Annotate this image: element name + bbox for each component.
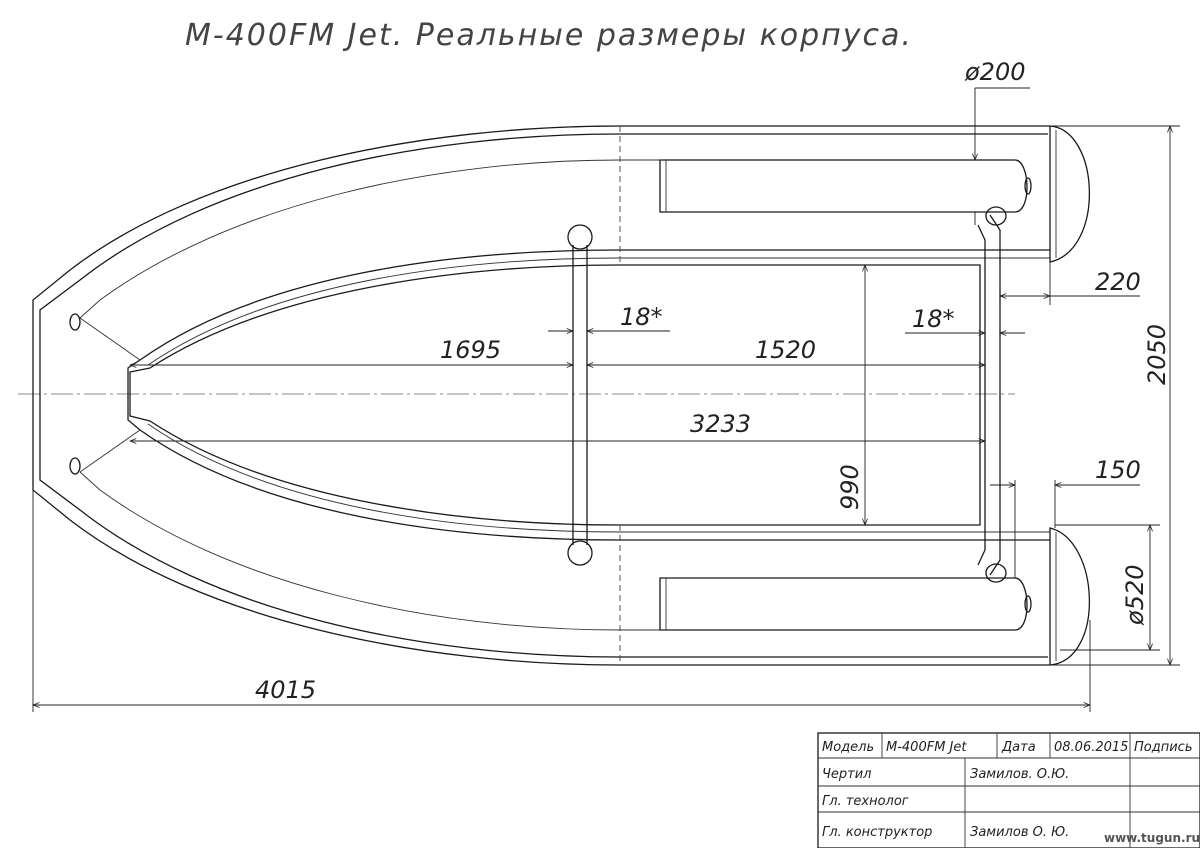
dimension-220: 220 [1000,262,1141,305]
tb-technologist-label: Гл. технолог [822,794,909,809]
upper-tube-segment [659,159,1032,213]
watermark: www.tugun.ru [1104,831,1200,845]
title-block: Модель M-400FM Jet Дата 08.06.2015 Подпи… [817,732,1200,848]
seat-bench [567,224,593,566]
dim-label-150: 150 [1095,456,1141,484]
dimension-3233: 3233 [130,410,985,441]
dimension-4015: 4015 [33,490,1090,712]
dim-label-2050: 2050 [1143,324,1171,385]
hull-outline [32,125,1050,666]
transom [977,206,1007,583]
stern-cone-upper [1049,125,1091,263]
dim-label-520: ø520 [1121,565,1149,627]
tb-date-label: Дата [1001,740,1036,755]
tb-drawn-value: Замилов. О.Ю. [970,767,1069,782]
dimension-18-transom: 18* [905,305,1025,333]
tb-date-value: 08.06.2015 [1054,740,1128,755]
dim-label-4015: 4015 [255,676,316,704]
dim-label-3233: 3233 [690,410,751,438]
tb-model-value: M-400FM Jet [886,740,967,755]
lower-tube-segment [659,577,1032,631]
tb-drawn-label: Чертил [822,767,872,782]
stern-cone-lower [1049,527,1091,666]
dimension-1695: 1695 [130,336,573,365]
tb-designer-label: Гл. конструктор [822,825,932,840]
dimension-150: 150 [990,456,1141,578]
tb-model-label: Модель [822,740,874,755]
dim-label-990: 990 [836,464,864,510]
dimension-18-seat: 18* [548,303,670,331]
tb-designer-value: Замилов О. Ю. [970,825,1069,840]
dim-label-220: 220 [1095,268,1141,296]
dim-label-18-transom: 18* [912,305,955,333]
drawing-title: M-400FM Jet. Реальные размеры корпуса. [185,18,913,53]
dim-label-1520: 1520 [755,336,816,364]
tb-signature-label: Подпись [1134,740,1192,755]
dimension-d200: ø200 [964,58,1030,225]
dim-label-1695: 1695 [440,336,501,364]
dimension-2050: 2050 [1050,126,1180,665]
dimension-d520: ø520 [1055,525,1160,650]
dim-label-18-seat: 18* [620,303,663,331]
dim-label-200: ø200 [964,58,1026,86]
dimension-1520: 1520 [587,336,985,365]
dimension-990: 990 [836,265,865,525]
